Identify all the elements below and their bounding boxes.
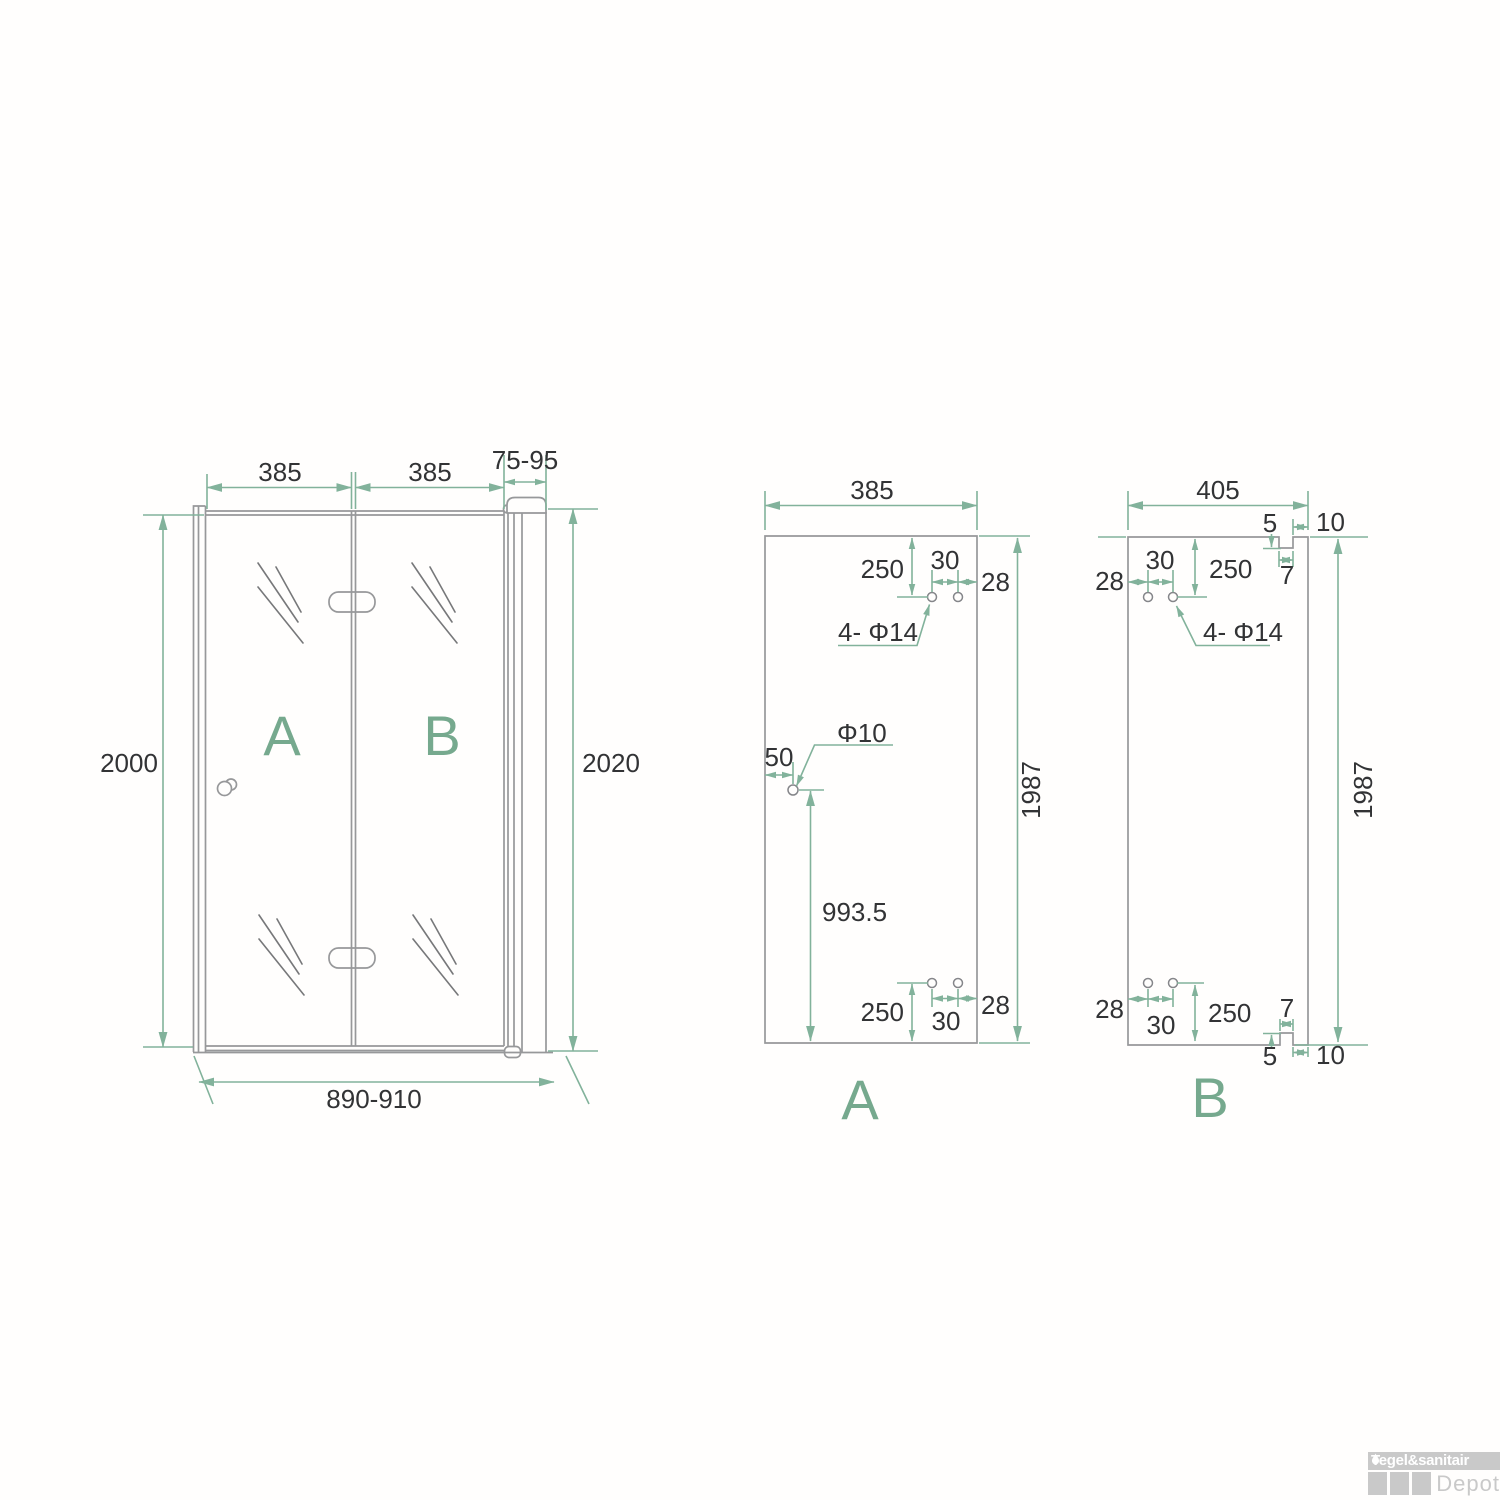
- dim-a-bottom-edge-label: 28: [981, 990, 1010, 1020]
- logo-subtitle: Depot: [1436, 1471, 1500, 1496]
- dim-a-height-label: 1987: [1016, 761, 1046, 819]
- logo-square-3: [1412, 1472, 1432, 1495]
- dim-b-bottom-notch-offset-label: 10: [1316, 1040, 1345, 1070]
- glass-hatch-marks: [257, 562, 459, 996]
- dim-b-top-notch-depth-label: 5: [1263, 508, 1277, 538]
- dim-a-handle-dia-label: Φ10: [837, 718, 887, 748]
- dim-b-bottom-notch-depth-label: 5: [1263, 1041, 1277, 1071]
- dim-b-top-edge-label: 28: [1095, 566, 1124, 596]
- leader-a-handle-dia: [795, 744, 893, 787]
- dim-b-holes-label: 4- Φ14: [1203, 617, 1283, 647]
- wall-profile-left: [192, 505, 207, 1052]
- logo-squares: Depot: [1368, 1453, 1500, 1496]
- dim-b-top-offset-label: 250: [1209, 554, 1252, 584]
- panel-b-hole-bottom-2: [1167, 977, 1179, 989]
- panel-a-hole-top-1: [926, 591, 938, 603]
- dim-b-top-notch-offset-label: 10: [1316, 507, 1345, 537]
- wall-profile-cap: [502, 496, 547, 514]
- dim-a-width-label: 385: [850, 475, 893, 505]
- dim-height-right-label: 2020: [582, 748, 640, 778]
- leader-a-holes: [838, 604, 931, 647]
- door-knob: [216, 780, 233, 797]
- dim-b-width-label: 405: [1196, 475, 1239, 505]
- dim-panel-b-width-label: 385: [408, 457, 451, 487]
- dim-b-bottom-spacing-label: 30: [1147, 1010, 1176, 1040]
- panel-a-letter: A: [263, 704, 301, 767]
- water-drop-icon: [1371, 1453, 1380, 1465]
- dim-height-left-label: 2000: [100, 748, 158, 778]
- dim-b-height-label: 1987: [1348, 761, 1378, 819]
- panel-b-hole-top-1: [1142, 591, 1154, 603]
- panel-b-letter: B: [423, 704, 460, 767]
- dim-b-top-spacing-label: 30: [1146, 545, 1175, 575]
- panel-a-outline: [764, 535, 978, 1044]
- wall-profile-right: [513, 512, 547, 1052]
- dim-wall-profile-label: 75-95: [492, 445, 559, 475]
- panel-b-outline: [1127, 536, 1309, 1046]
- assembled-view: 385 385 75-95 2000 2020 890-910 A B: [100, 445, 640, 1114]
- dim-total-width-label: 890-910: [326, 1084, 421, 1114]
- dim-a-top-edge-label: 28: [981, 567, 1010, 597]
- dim-a-top-offset-label: 250: [861, 554, 904, 584]
- panel-a-handle-hole: [787, 784, 799, 796]
- panel-a-view-letter: A: [841, 1068, 879, 1131]
- dim-b-bottom-notch-width-label: 7: [1280, 993, 1294, 1023]
- logo: Tegel&sanitair Depot: [1368, 1452, 1500, 1495]
- panel-a-hole-bottom-1: [926, 977, 938, 989]
- dim-a-handle-height-label: 993.5: [822, 897, 887, 927]
- panel-b-view: 405 1987 5 10 7 28 30 250 4- Φ14 28 30 2…: [1095, 475, 1378, 1129]
- dim-b-bottom-edge-label: 28: [1095, 994, 1124, 1024]
- logo-square-1: [1368, 1453, 1388, 1495]
- logo-square-2: [1390, 1472, 1410, 1495]
- dim-a-top-spacing-label: 30: [931, 545, 960, 575]
- dim-a-holes-label: 4- Φ14: [838, 617, 918, 647]
- dim-a-bottom-spacing-label: 30: [932, 1006, 961, 1036]
- dim-a-handle-edge-label: 50: [765, 742, 794, 772]
- dim-a-bottom-offset-label: 250: [861, 997, 904, 1027]
- assembled-extension-lines: [143, 455, 598, 1105]
- panel-a-hole-bottom-2: [952, 977, 964, 989]
- panel-b-view-letter: B: [1191, 1066, 1228, 1129]
- fold-hinge-bottom-split: [350, 948, 357, 968]
- leader-b-holes: [1175, 605, 1270, 647]
- panel-a-hole-top-2: [952, 591, 964, 603]
- dim-b-bottom-offset-label: 250: [1208, 998, 1251, 1028]
- logo-title: Tegel&sanitair: [1368, 1452, 1500, 1470]
- dim-b-top-notch-width-label: 7: [1280, 560, 1294, 590]
- panel-b-hole-bottom-1: [1142, 977, 1154, 989]
- dim-panel-a-width-label: 385: [258, 457, 301, 487]
- panel-b-hole-top-2: [1167, 591, 1179, 603]
- door-frame: [205, 510, 509, 1052]
- fold-hinge-top-split: [350, 592, 357, 612]
- panel-a-view: 385 1987 250 30 28 4- Φ14 Φ10 50 993.5 2…: [764, 475, 1046, 1131]
